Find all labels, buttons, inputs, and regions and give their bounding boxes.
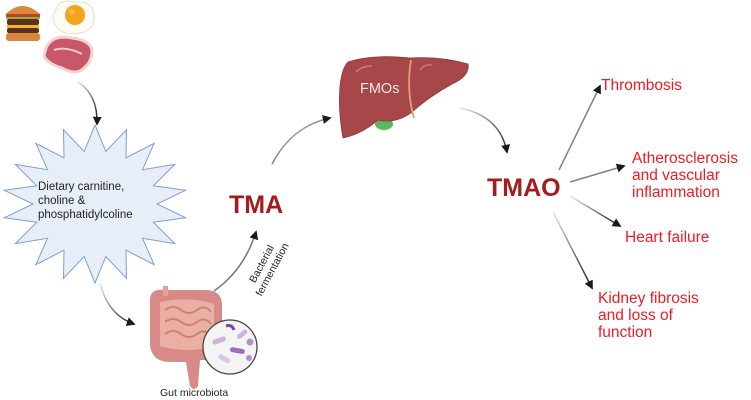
arrow-diet-to-intake [77,81,102,126]
bacteria-magnifier-icon [202,319,258,375]
arrow-liver-to-tmao [459,107,511,154]
gut-microbiota-label: Gut microbiota [160,387,229,399]
fmos-label: FMOs [360,81,400,97]
outcome-heart-failure: Heart failure [625,229,710,246]
arrow-to-kidney [552,211,593,290]
intestine-icon [150,286,222,389]
outcome-atherosclerosis: Atherosclerosis and vascular inflammatio… [632,150,738,201]
outcome-kidney: Kidney fibrosis and loss of function [598,290,699,341]
fried-egg-icon [52,0,95,35]
dietary-burst-shape [2,123,188,285]
arrow-to-heart-failure [569,195,622,227]
arrow-to-thrombosis [558,84,601,171]
arrow-intake-to-gut [99,282,136,326]
tmao-label: TMAO [487,174,561,202]
steak-icon [42,35,94,74]
dietary-label: Dietary carnitine, choline & phosphatidy… [38,181,133,221]
arrow-tma-to-liver [271,115,332,165]
arrow-to-atherosclerosis [569,163,626,183]
tma-label: TMA [229,191,284,219]
outcome-thrombosis: Thrombosis [601,77,682,94]
burger-icon [6,6,40,41]
liver-icon [339,56,469,139]
arrow-fermentation [213,230,259,292]
